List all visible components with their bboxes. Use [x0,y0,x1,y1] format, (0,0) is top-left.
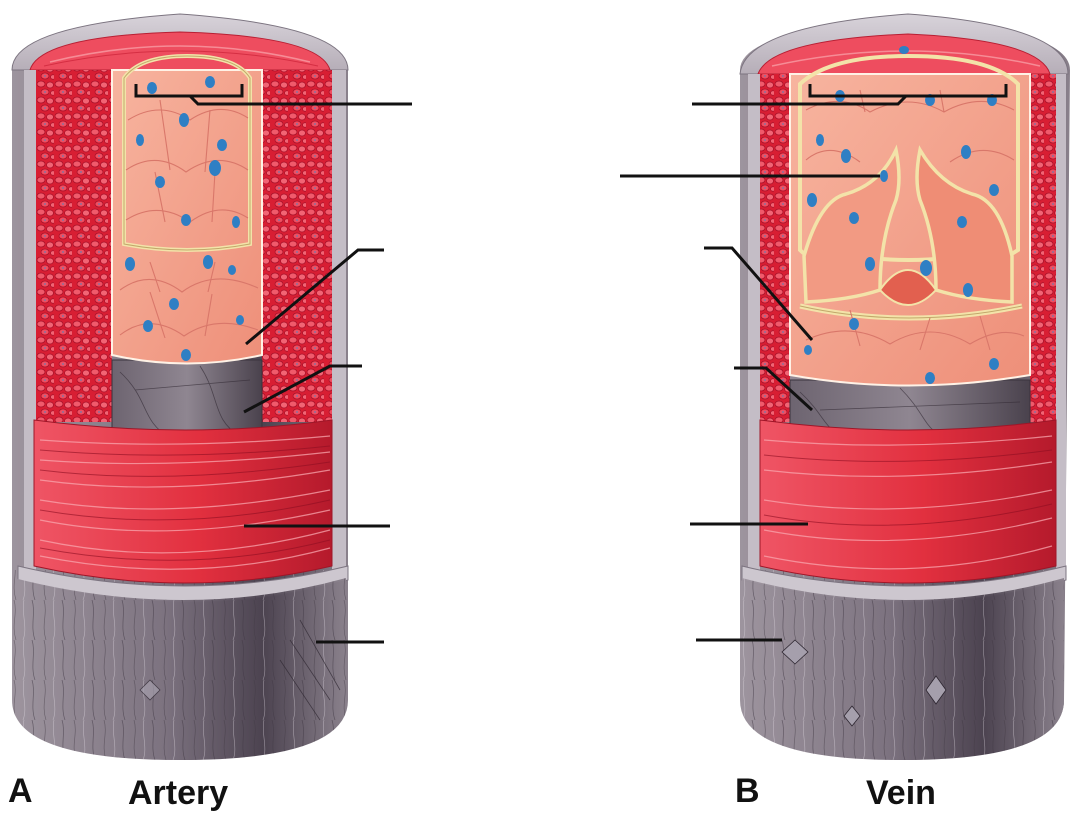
panel-letter-a: A [8,774,33,808]
vein-media-left [760,74,790,422]
vein-illustration [740,14,1070,760]
artery-media-left [36,70,112,422]
panel-label-vein: Vein [866,776,936,810]
panel-label-artery: Artery [128,776,228,810]
panel-letter-b: B [735,774,760,808]
vein-media-right [1030,74,1056,422]
artery-illustration [12,14,348,760]
